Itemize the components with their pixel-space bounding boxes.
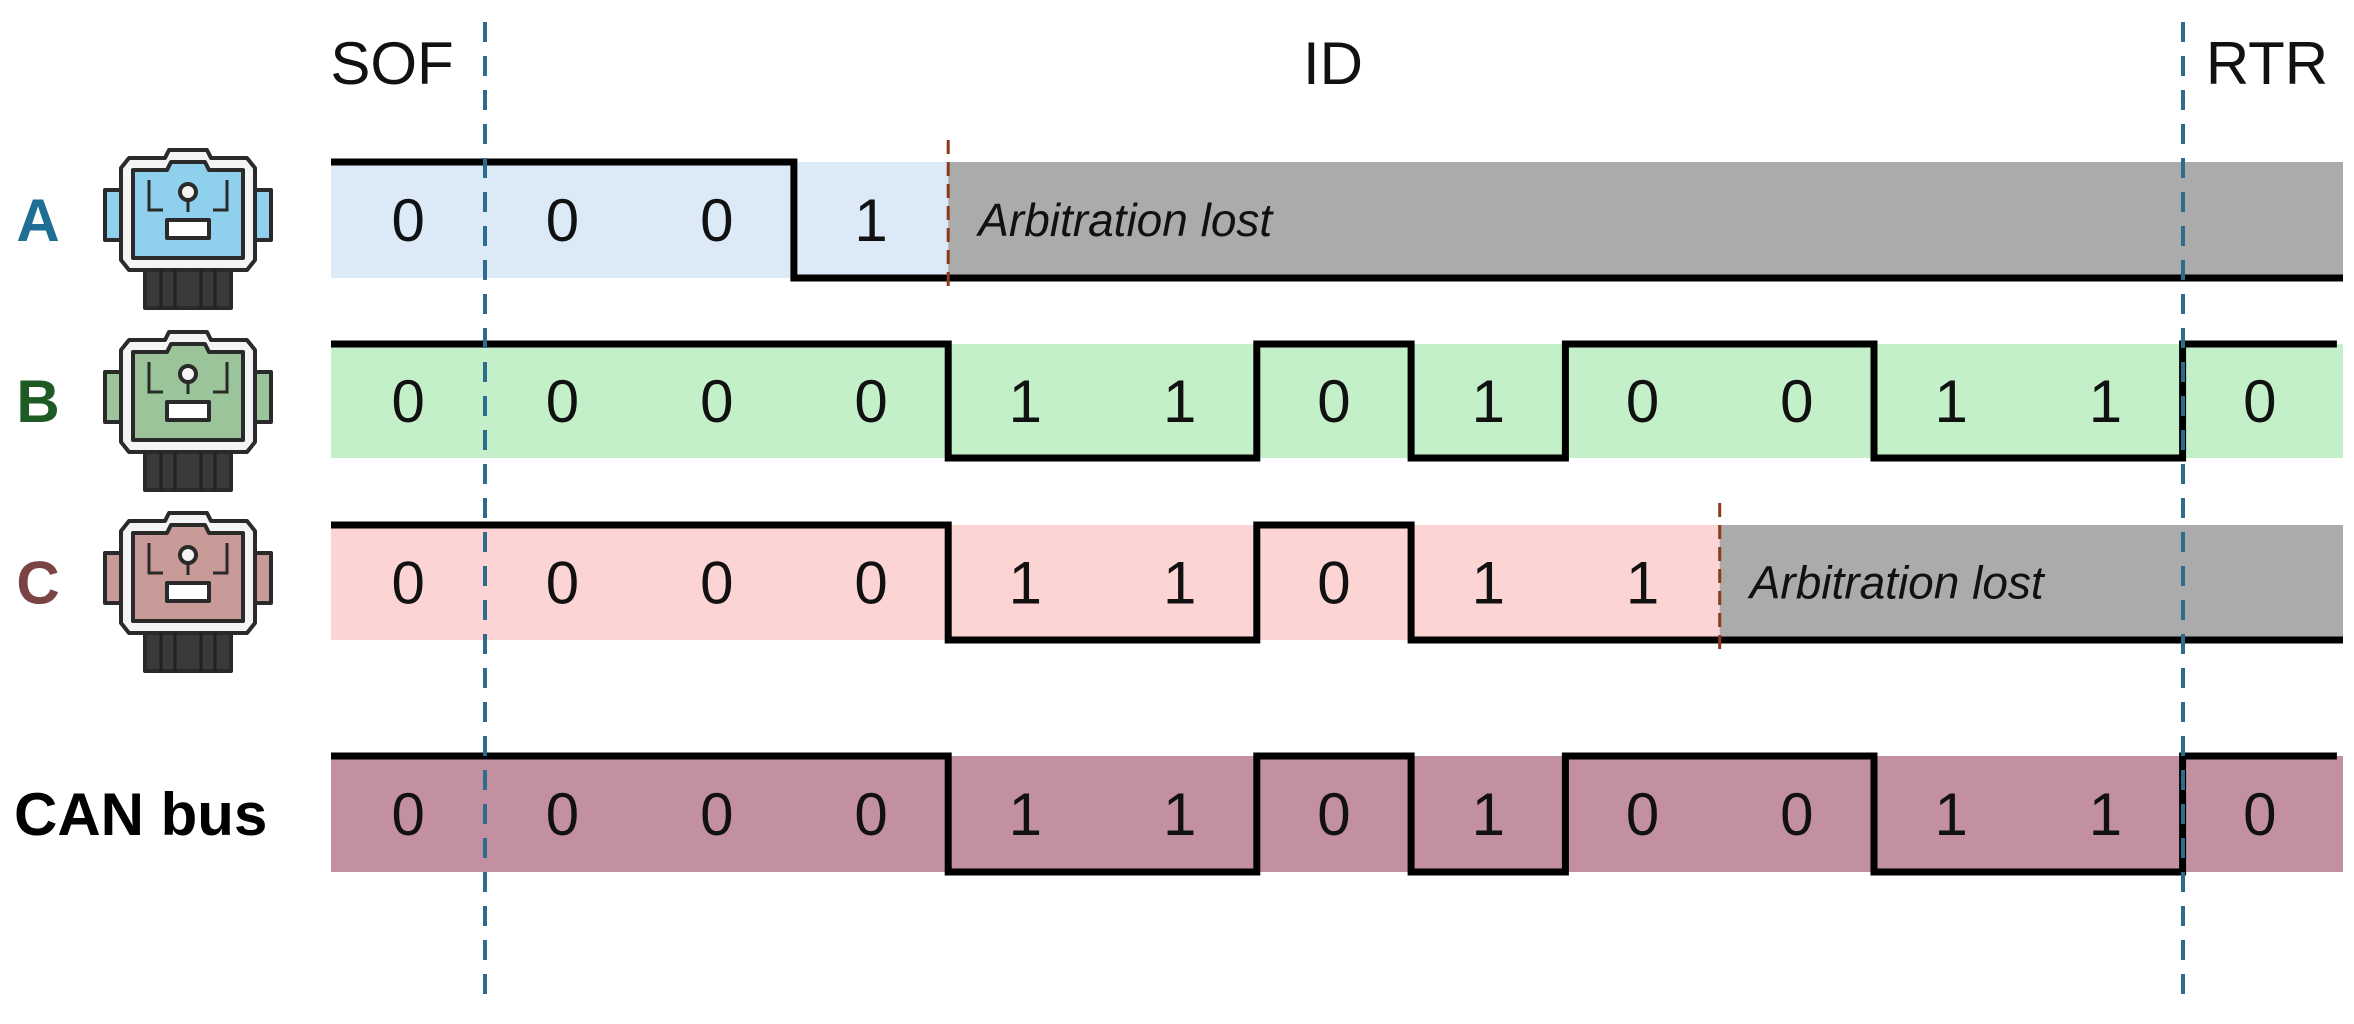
node-letter: C	[16, 550, 59, 617]
bit-value: 1	[1934, 368, 1967, 435]
bit-value: 0	[1317, 550, 1350, 617]
arbitration-lost-region	[1719, 525, 2343, 640]
bit-value: 0	[700, 368, 733, 435]
bit-value: 1	[1163, 550, 1196, 617]
signal-band	[331, 756, 2343, 872]
bit-value: 0	[1317, 781, 1350, 848]
signal-band	[331, 344, 2343, 458]
field-boundary-lines	[483, 22, 2185, 1006]
signal-band	[331, 162, 949, 278]
bit-value: 0	[1780, 781, 1813, 848]
bit-value: 0	[854, 550, 887, 617]
arbitration-lost-label: Arbitration lost	[1747, 557, 2046, 609]
bit-value: 1	[1163, 781, 1196, 848]
bit-value: 0	[700, 781, 733, 848]
bit-value: 1	[1934, 781, 1967, 848]
bit-value: 0	[1626, 368, 1659, 435]
node-c-row: 0 0 0 0 1 1 0 1 1 Arbitration lost C	[16, 503, 2343, 673]
field-labels: SOF ID RTR	[330, 30, 2328, 97]
rtr-field-label: RTR	[2206, 30, 2328, 97]
bit-value: 1	[1163, 368, 1196, 435]
bit-value: 0	[391, 781, 424, 848]
bit-value: 0	[700, 550, 733, 617]
node-letter: B	[16, 368, 59, 435]
can-bus-label: CAN bus	[14, 781, 267, 848]
bit-value: 0	[2243, 781, 2276, 848]
bit-value: 0	[391, 550, 424, 617]
bit-value: 0	[1317, 368, 1350, 435]
ecu-module-icon	[103, 330, 273, 492]
node-letter: A	[16, 187, 59, 254]
bit-value: 0	[854, 781, 887, 848]
ecu-module-icon	[103, 511, 273, 673]
bit-value: 1	[854, 187, 887, 254]
bit-value: 1	[1009, 550, 1042, 617]
sof-field-label: SOF	[330, 30, 453, 97]
waveform-line	[331, 752, 2337, 876]
node-a-row: 0 0 0 1 Arbitration lost A	[16, 140, 2344, 310]
bit-value: 0	[391, 187, 424, 254]
bit-value: 0	[546, 368, 579, 435]
bit-value: 0	[546, 781, 579, 848]
waveform-line	[331, 340, 2337, 462]
bit-value: 0	[854, 368, 887, 435]
bit-value: 1	[2089, 781, 2122, 848]
arbitration-lost-region	[948, 162, 2344, 278]
bit-value: 0	[1780, 368, 1813, 435]
node-b-row: 0 0 0 0 1 1 0 1 0 0 1 1 0 B	[16, 330, 2343, 492]
bit-value: 0	[546, 550, 579, 617]
bit-value: 0	[2243, 368, 2276, 435]
bit-value: 1	[1472, 368, 1505, 435]
id-field-label: ID	[1303, 30, 1363, 97]
bit-value: 0	[1626, 781, 1659, 848]
bit-value: 1	[1472, 550, 1505, 617]
bit-value: 0	[546, 187, 579, 254]
bit-value: 1	[1009, 368, 1042, 435]
arbitration-lost-label: Arbitration lost	[975, 194, 1274, 246]
bit-value: 1	[1009, 781, 1042, 848]
ecu-module-icon	[103, 148, 273, 310]
bit-value: 1	[2089, 368, 2122, 435]
bit-value: 0	[700, 187, 733, 254]
can-bus-row: 0 0 0 0 1 1 0 1 0 0 1 1 0 CAN bus	[14, 752, 2343, 876]
waveform-line	[331, 521, 2343, 644]
bit-value: 1	[1472, 781, 1505, 848]
signal-band	[331, 525, 1720, 640]
bit-value: 0	[391, 368, 424, 435]
bit-value: 1	[1626, 550, 1659, 617]
